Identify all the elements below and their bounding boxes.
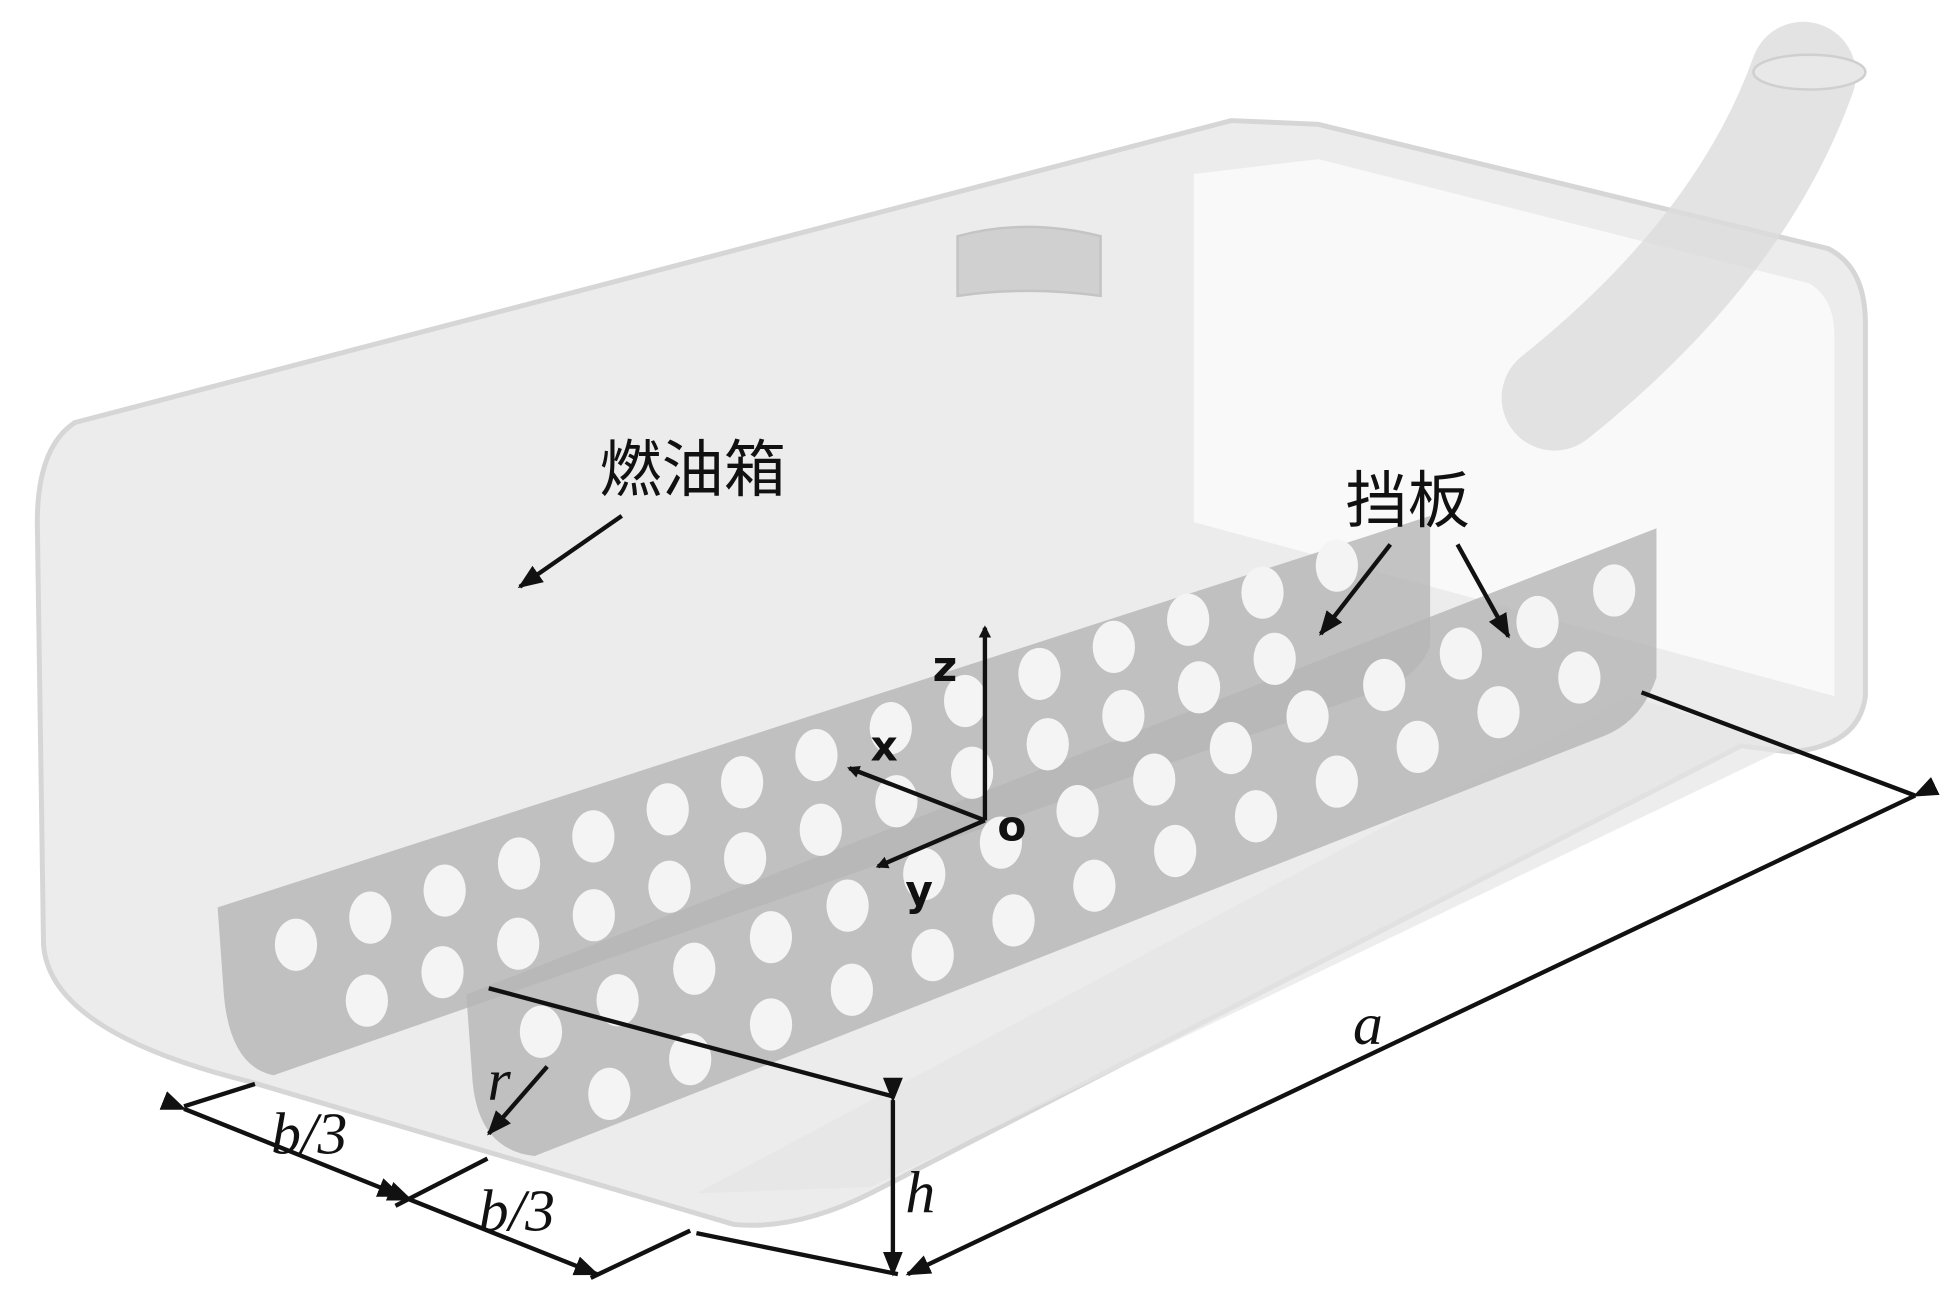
baffle-hole	[519, 1005, 563, 1058]
baffle-hole	[1363, 658, 1406, 712]
baffle-hole	[572, 810, 615, 863]
baffle-callout-arrow-2	[1455, 543, 1511, 639]
dim-b3-label-1: b/3	[271, 1101, 347, 1167]
baffle-hole	[274, 918, 318, 971]
tank-label: 燃油箱	[599, 433, 786, 506]
dim-b3-extension-left	[183, 1081, 256, 1109]
baffle-hole	[1315, 755, 1358, 808]
baffle-hole	[596, 974, 639, 1027]
dim-b3-label-2: b/3	[479, 1178, 555, 1244]
baffle-hole	[723, 832, 767, 885]
dim-h-top-extension	[488, 986, 894, 1099]
baffle-hole	[648, 860, 691, 913]
tank-callout-arrow	[517, 514, 624, 589]
filler-pipe	[1501, 21, 1857, 451]
baffle-hole	[1209, 721, 1253, 775]
baffle-hole	[1315, 539, 1358, 592]
baffle-hole	[497, 917, 540, 970]
baffle-hole	[1396, 720, 1439, 773]
baffle-hole	[588, 1067, 631, 1120]
baffle-hole	[1102, 689, 1145, 742]
dim-a-label: a	[1353, 991, 1383, 1057]
baffle-hole	[911, 928, 954, 982]
baffle-hole	[826, 879, 869, 932]
filler-pipe-top	[1752, 53, 1867, 91]
baffle-hole	[720, 756, 764, 809]
baffle-hole	[345, 974, 388, 1027]
baffle-hole	[1026, 718, 1069, 771]
baffle-hole	[1154, 824, 1197, 878]
baffle-hole	[830, 963, 873, 1016]
axis-x-label: x	[871, 722, 898, 771]
dim-b3-arrow-1	[159, 1091, 413, 1202]
baffle-hole	[1133, 753, 1176, 806]
baffle-hole	[1286, 690, 1329, 743]
baffle-hole	[1439, 627, 1483, 680]
baffle-hole	[423, 864, 466, 917]
dim-r-arrow	[487, 1065, 549, 1136]
baffle-hole	[1477, 686, 1520, 739]
baffle-hole	[749, 998, 793, 1051]
baffle-hole	[421, 946, 464, 999]
dim-b3-arrow-2	[375, 1178, 600, 1277]
baffle-hole	[1056, 784, 1099, 838]
baffle-hole	[497, 837, 541, 890]
baffle-hole	[1167, 593, 1210, 646]
dim-r-label: r	[487, 1047, 511, 1113]
axis-y-label: y	[905, 866, 933, 915]
baffle-hole	[799, 803, 842, 856]
dim-h-label: h	[905, 1159, 935, 1225]
baffle-hole	[1253, 632, 1296, 685]
baffle-hole	[1516, 595, 1559, 649]
baffle-hole	[572, 889, 615, 942]
dim-b3-extension-right	[589, 1228, 692, 1280]
tank-port	[956, 225, 1102, 298]
baffle-hole	[673, 942, 716, 995]
baffle-hole	[1558, 651, 1601, 704]
axis-z-label: z	[933, 642, 958, 691]
baffle-hole	[869, 701, 912, 755]
baffle-hole	[943, 674, 987, 728]
baffle-hole	[1018, 647, 1061, 701]
baffle-hole	[1073, 859, 1116, 912]
origin-label: o	[997, 801, 1026, 850]
baffle-hole	[1092, 620, 1135, 673]
baffle-hole	[1234, 790, 1278, 843]
dim-bottom-baseline	[695, 1230, 899, 1277]
baffle-hole	[875, 775, 918, 828]
baffle-callout-arrow-1	[1318, 543, 1393, 636]
baffle-hole	[749, 911, 793, 964]
baffle-hole	[1177, 661, 1221, 714]
baffle-hole	[349, 891, 392, 944]
baffle-hole	[646, 783, 689, 836]
baffle-hole	[1593, 564, 1636, 617]
baffle-hole	[795, 729, 838, 782]
baffle-hole	[992, 894, 1035, 947]
dim-a-arrow	[905, 776, 1940, 1277]
baffle-label: 挡板	[1346, 464, 1470, 537]
baffle-hole	[1241, 566, 1284, 619]
